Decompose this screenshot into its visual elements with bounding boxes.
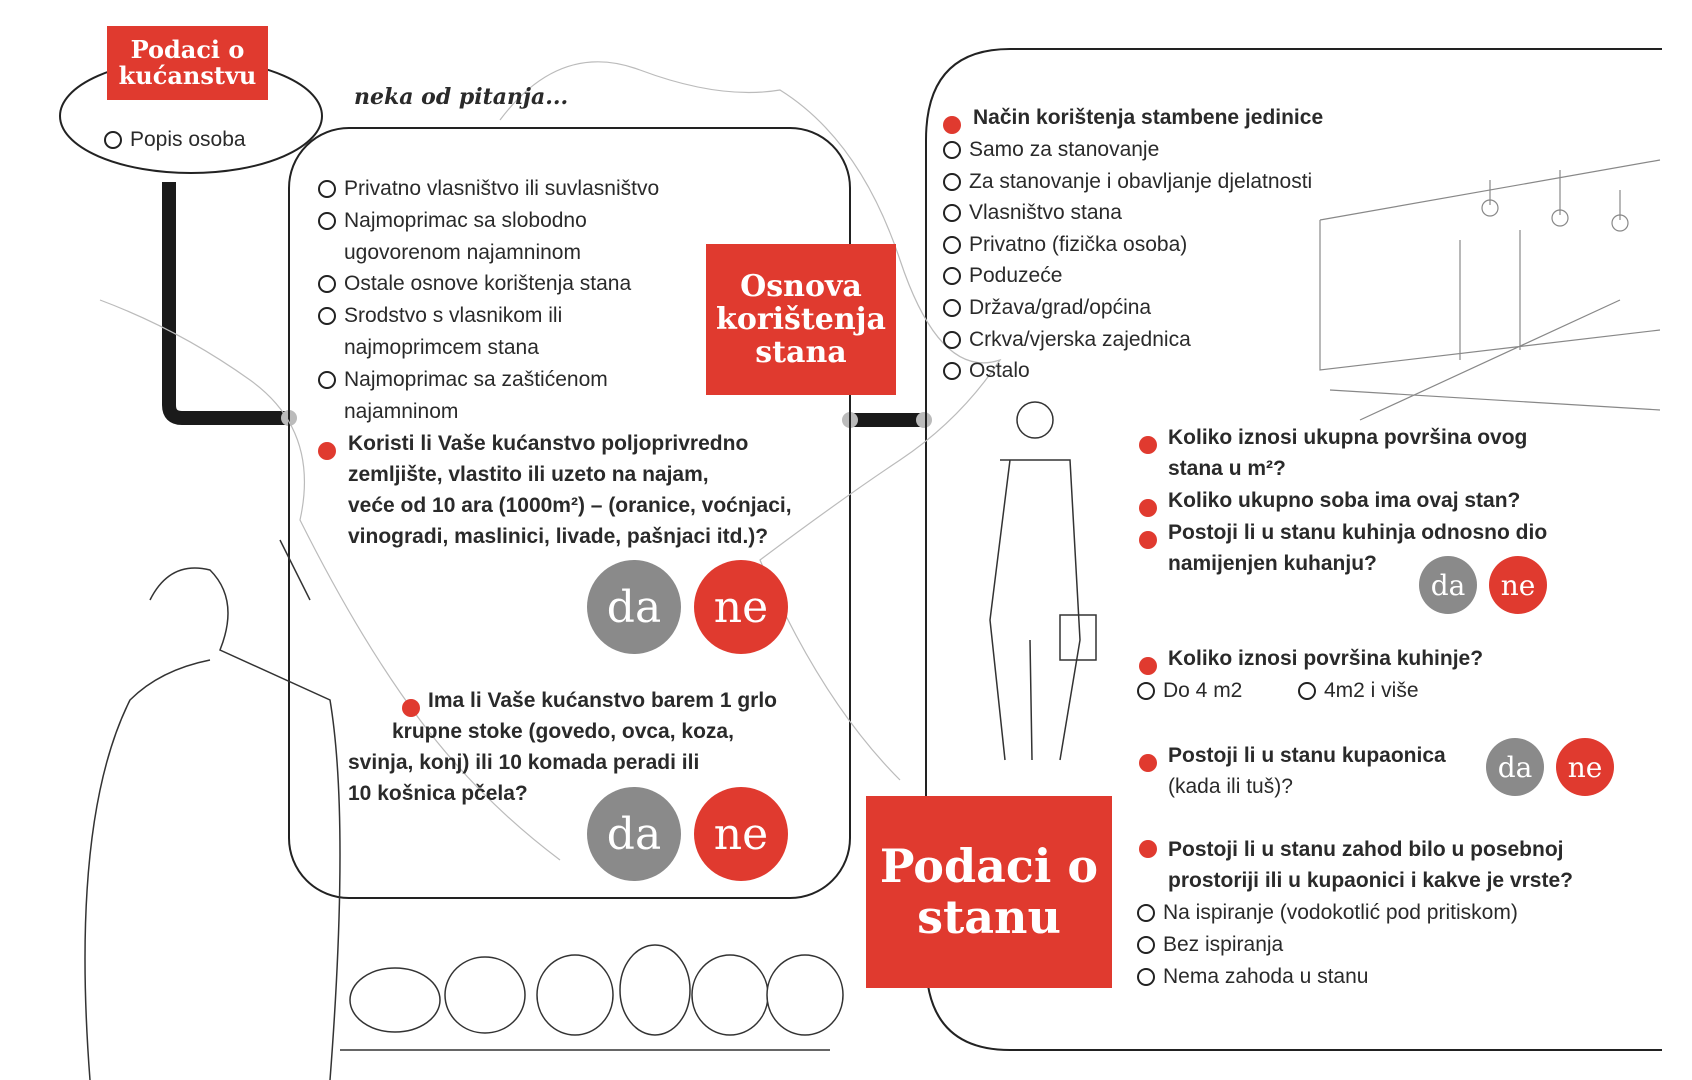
radio-icon bbox=[318, 307, 336, 325]
bullet-icon bbox=[1139, 531, 1157, 549]
option[interactable]: Ostalo bbox=[943, 355, 1030, 386]
radio-icon bbox=[104, 131, 122, 149]
option[interactable]: Najmoprimac sa slobodno bbox=[318, 205, 587, 236]
option[interactable]: Samo za stanovanje bbox=[943, 134, 1159, 165]
option-cont: najamninom bbox=[344, 400, 459, 423]
bullet-icon bbox=[1139, 436, 1157, 454]
option[interactable]: Crkva/vjerska zajednica bbox=[943, 324, 1191, 355]
option-cont: najmoprimcem stana bbox=[344, 336, 539, 359]
radio-icon bbox=[1137, 936, 1155, 954]
option[interactable]: Država/grad/općina bbox=[943, 292, 1151, 323]
bullet-icon bbox=[1139, 657, 1157, 675]
option[interactable]: Nema zahoda u stanu bbox=[1137, 961, 1368, 992]
yes-button[interactable]: da bbox=[587, 560, 681, 654]
option[interactable]: Poduzeće bbox=[943, 260, 1062, 291]
no-button[interactable]: ne bbox=[1489, 556, 1547, 614]
kitchen-sketch bbox=[1319, 159, 1661, 421]
radio-icon bbox=[318, 275, 336, 293]
radio-icon bbox=[1298, 682, 1316, 700]
subtitle: neka od pitanja... bbox=[354, 84, 569, 110]
no-button[interactable]: ne bbox=[694, 787, 788, 881]
bullet-icon bbox=[943, 116, 961, 134]
radio-icon bbox=[943, 267, 961, 286]
option-cont: ugovorenom najamninom bbox=[344, 241, 581, 264]
radio-icon bbox=[943, 362, 961, 381]
chickens-sketch bbox=[340, 944, 844, 1051]
option[interactable]: Najmoprimac sa zaštićenom bbox=[318, 364, 608, 395]
option[interactable]: Privatno (fizička osoba) bbox=[943, 229, 1187, 260]
radio-icon bbox=[1137, 904, 1155, 922]
household-title: Podaci o kućanstvu bbox=[107, 26, 268, 100]
option[interactable]: 4m2 i više bbox=[1298, 675, 1419, 706]
radio-icon bbox=[318, 371, 336, 389]
radio-icon bbox=[318, 212, 336, 230]
option[interactable]: Vlasništvo stana bbox=[943, 197, 1122, 228]
yes-button[interactable]: da bbox=[1419, 556, 1477, 614]
option[interactable]: Na ispiranje (vodokotlić pod pritiskom) bbox=[1137, 897, 1518, 928]
radio-icon bbox=[943, 299, 961, 317]
option[interactable]: Privatno vlasništvo ili suvlasništvo bbox=[318, 173, 659, 204]
radio-icon bbox=[943, 235, 961, 254]
man-sketch bbox=[84, 539, 341, 1080]
bullet-icon bbox=[1139, 840, 1157, 858]
radio-icon bbox=[943, 330, 961, 349]
radio-icon bbox=[943, 141, 961, 159]
household-option[interactable]: Popis osoba bbox=[104, 124, 246, 155]
yes-button[interactable]: da bbox=[1486, 738, 1544, 796]
option[interactable]: Srodstvo s vlasnikom ili bbox=[318, 300, 562, 331]
bullet-icon bbox=[318, 442, 336, 460]
bullet-icon bbox=[1139, 499, 1157, 517]
usage-basis-title: Osnova korištenja stana bbox=[706, 244, 896, 395]
bullet-icon bbox=[1139, 754, 1157, 772]
radio-icon bbox=[1137, 682, 1155, 700]
radio-icon bbox=[943, 204, 961, 223]
question-agri-land: Koristi li Vaše kućanstvo poljoprivredno… bbox=[348, 432, 792, 548]
radio-icon bbox=[943, 172, 961, 191]
bullet-icon bbox=[402, 699, 420, 717]
yes-button[interactable]: da bbox=[587, 787, 681, 881]
radio-icon bbox=[1137, 968, 1155, 986]
no-button[interactable]: ne bbox=[1556, 738, 1614, 796]
question-kitchen-area: Koliko iznosi površina kuhinje? bbox=[1168, 647, 1484, 670]
question-rooms: Koliko ukupno soba ima ovaj stan? bbox=[1168, 489, 1521, 512]
option[interactable]: Do 4 m2 bbox=[1137, 675, 1242, 706]
dwelling-title: Podaci o stanu bbox=[866, 796, 1112, 988]
option[interactable]: Za stanovanje i obavljanje djelatnosti bbox=[943, 166, 1312, 197]
option[interactable]: Ostale osnove korištenja stana bbox=[318, 268, 631, 299]
no-button[interactable]: ne bbox=[694, 560, 788, 654]
radio-icon bbox=[318, 180, 336, 198]
option[interactable]: Bez ispiranja bbox=[1137, 929, 1283, 960]
businessman-sketch bbox=[989, 401, 1097, 761]
question-toilet: Postoji li u stanu zahod bilo u posebnoj… bbox=[1168, 838, 1573, 892]
question-bathroom: Postoji li u stanu kupaonica(kada ili tu… bbox=[1168, 744, 1446, 798]
question-usage: Način korištenja stambene jedinice bbox=[973, 106, 1324, 129]
